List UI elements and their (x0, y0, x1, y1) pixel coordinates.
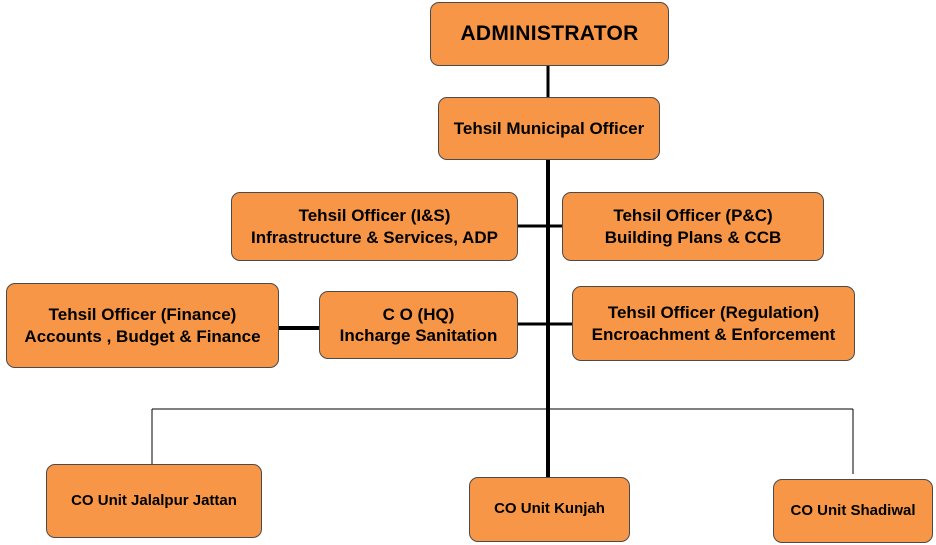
node-tehsil-officer-regulation: Tehsil Officer (Regulation) Encroachment… (572, 286, 855, 361)
node-administrator-title: ADMINISTRATOR (460, 21, 639, 45)
node-to-pc-subtitle: Building Plans & CCB (604, 227, 782, 247)
node-co-hq-subtitle: Incharge Sanitation (339, 326, 498, 345)
node-tehsil-officer-is: Tehsil Officer (I&S) Infrastructure & Se… (231, 192, 518, 261)
node-administrator: ADMINISTRATOR (430, 2, 669, 66)
node-to-regulation-title: Tehsil Officer (Regulation) (607, 303, 820, 323)
node-to-is-title: Tehsil Officer (I&S) (298, 206, 451, 226)
node-tehsil-officer-finance: Tehsil Officer (Finance) Accounts , Budg… (6, 283, 279, 368)
node-co-hq-title: C O (HQ) (382, 304, 455, 324)
node-to-regulation-subtitle: Encroachment & Enforcement (591, 324, 836, 344)
node-tehsil-officer-pc: Tehsil Officer (P&C) Building Plans & CC… (562, 192, 824, 261)
node-to-is-subtitle: Infrastructure & Services, ADP (251, 227, 498, 247)
node-tmo-title: Tehsil Municipal Officer (453, 118, 645, 138)
node-co-kunjah-title: CO Unit Kunjah (494, 500, 605, 518)
node-co-hq: C O (HQ) Incharge Sanitation (319, 291, 518, 359)
node-tehsil-municipal-officer: Tehsil Municipal Officer (438, 97, 660, 160)
node-co-jalalpur-title: CO Unit Jalalpur Jattan (71, 491, 237, 509)
node-co-unit-jalalpur-jattan: CO Unit Jalalpur Jattan (46, 464, 262, 538)
node-to-finance-title: Tehsil Officer (Finance) (48, 305, 237, 325)
node-to-finance-subtitle: Accounts , Budget & Finance (24, 326, 261, 346)
node-co-shadiwal-title: CO Unit Shadiwal (790, 501, 916, 519)
node-to-pc-title: Tehsil Officer (P&C) (613, 206, 773, 226)
node-co-unit-shadiwal: CO Unit Shadiwal (773, 479, 933, 543)
node-co-unit-kunjah: CO Unit Kunjah (469, 477, 630, 542)
